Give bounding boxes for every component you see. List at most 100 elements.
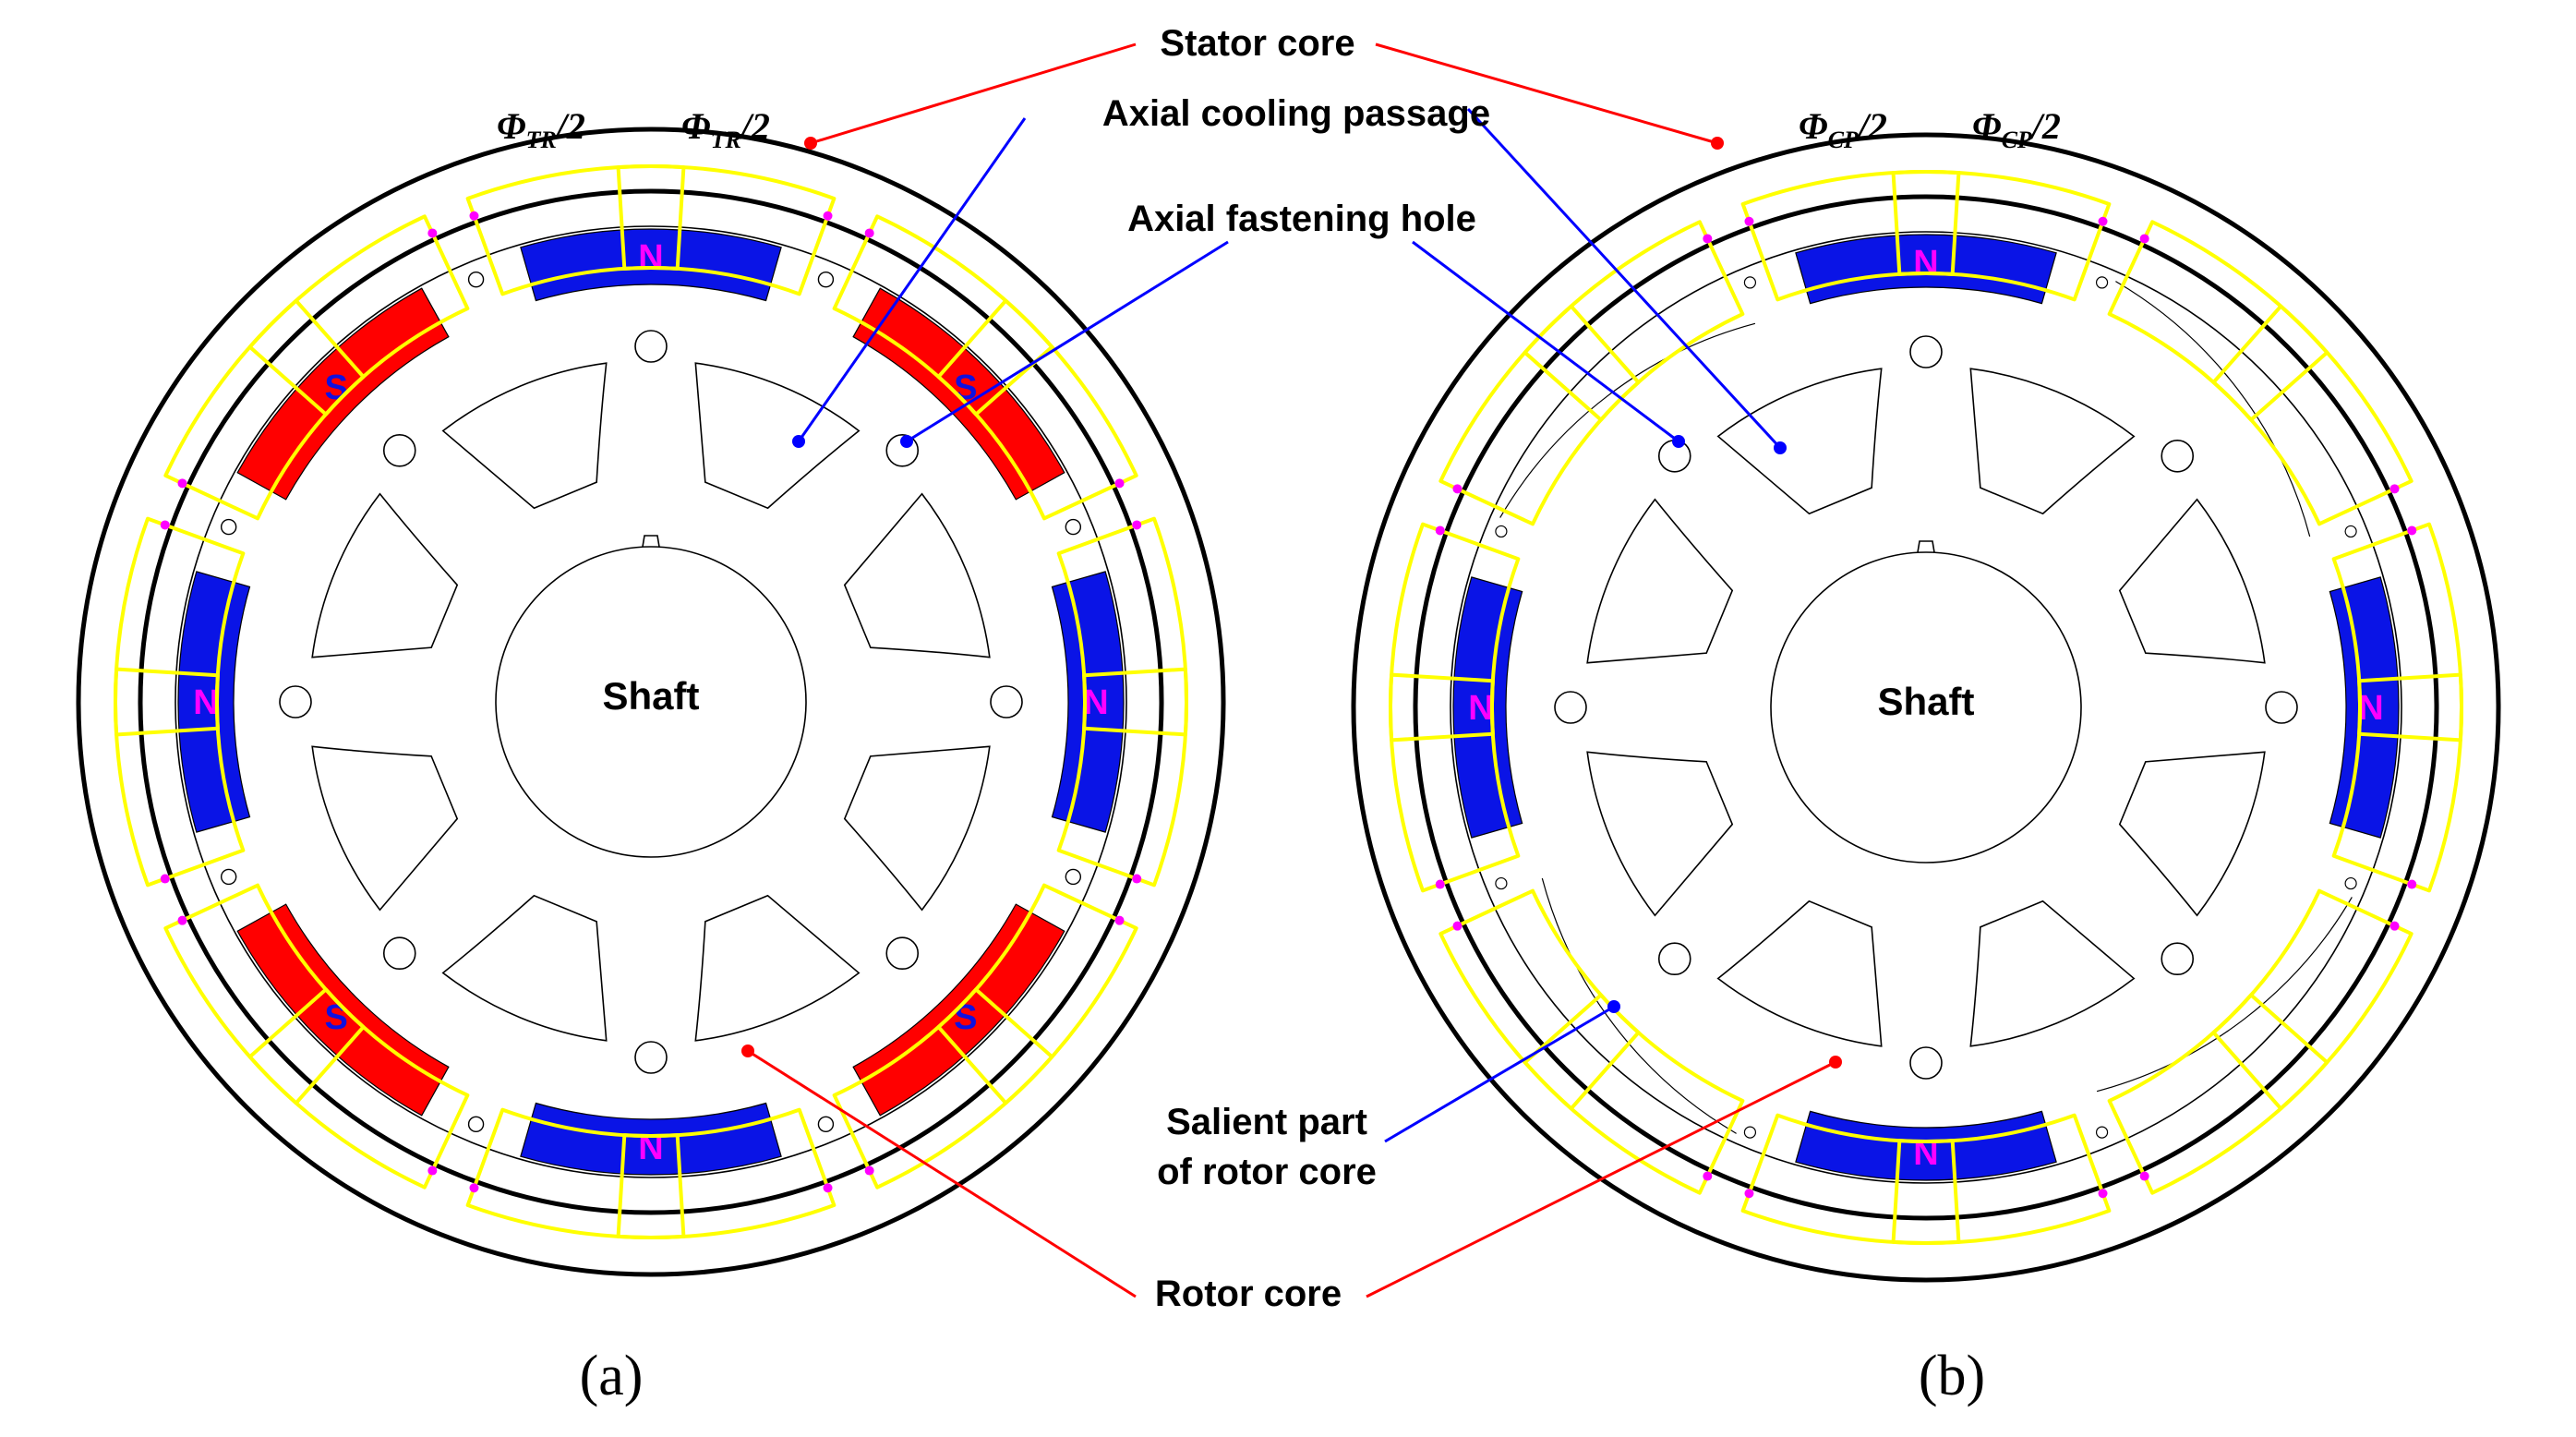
flux-path <box>832 987 1054 1189</box>
magnet-n <box>520 1102 782 1176</box>
cooling-passage <box>1969 900 2136 1047</box>
cooling-passage <box>1586 751 1734 917</box>
magnet-n <box>1795 234 2057 305</box>
flux-arrow <box>177 478 187 489</box>
shaft-key <box>1917 540 1935 553</box>
cooling-passage <box>2118 498 2266 664</box>
fastening-hole <box>1909 1046 1943 1080</box>
fastening-hole-leader-left-dot <box>900 435 913 448</box>
stator-outer-circle <box>76 127 1226 1277</box>
cooling-passage <box>694 362 861 510</box>
axial-fastening-hole-label: Axial fastening hole <box>1127 199 1476 239</box>
flux-arrow <box>1114 478 1125 489</box>
flux-arrow <box>2389 921 2400 931</box>
rotor-core-leader-right-dot <box>1829 1056 1842 1069</box>
rotor-notch <box>467 1116 485 1133</box>
salient-edge <box>1499 322 1756 518</box>
rotor-notch <box>467 271 485 288</box>
flux-arrow <box>1703 1171 1713 1181</box>
flux-arrow <box>2389 484 2400 494</box>
flux-path <box>1389 522 1521 743</box>
rotor-notch <box>220 518 237 536</box>
flux-path <box>465 1107 686 1239</box>
magnet-n <box>1452 576 1523 839</box>
fastening-hole-leader-left <box>906 240 1229 443</box>
rotor-notch <box>2344 876 2357 890</box>
flux-path <box>247 214 470 417</box>
magnet-pole-label: N <box>193 683 218 722</box>
salient-part-leader <box>1384 1005 1615 1143</box>
rotor-notch <box>817 1116 835 1133</box>
cooling-passage-leader-right-dot <box>1774 441 1787 454</box>
fastening-hole <box>885 936 920 971</box>
fastening-hole <box>634 330 668 363</box>
fastening-hole <box>279 685 312 718</box>
axial-cooling-passage-label: Axial cooling passage <box>1102 93 1490 134</box>
fastening-hole <box>634 1041 668 1074</box>
cooling-passage <box>843 492 991 658</box>
flux-arrow <box>1435 879 1445 889</box>
magnet-pole-label: N <box>1083 683 1108 722</box>
panel-a-flux-label-right: ΦTR/2 <box>681 105 770 153</box>
stator-core-leader-right <box>1375 42 1718 145</box>
flux-arrow <box>823 211 833 221</box>
rotor-notch <box>2095 1126 2109 1139</box>
stator-core-leader-left-dot <box>804 137 817 150</box>
cooling-passage <box>441 894 608 1042</box>
fastening-hole <box>1657 942 1691 976</box>
cooling-passage <box>1716 368 1883 515</box>
flux-arrow <box>160 874 170 884</box>
flux-arrow <box>1452 921 1463 931</box>
flux-arrow <box>1132 874 1142 884</box>
flux-path <box>2331 672 2463 893</box>
stator-inner-circle <box>138 188 1164 1215</box>
flux-arrow <box>2407 525 2417 536</box>
magnet-pole-label: S <box>324 998 347 1037</box>
rotor-notch <box>1743 1126 1757 1139</box>
fastening-hole <box>990 685 1023 718</box>
flux-arrow <box>2139 1171 2149 1181</box>
cooling-passage-leader-left-dot <box>792 435 805 448</box>
cooling-passage <box>843 745 991 912</box>
cooling-passage <box>311 745 459 912</box>
rotor-notch <box>1065 868 1082 886</box>
rotor-notch <box>1495 876 1508 890</box>
salient-part-leader-dot <box>1607 1000 1620 1013</box>
fastening-hole <box>2161 942 2195 976</box>
rotor-outer-circle <box>175 225 1127 1178</box>
fastening-hole <box>2265 691 2298 724</box>
shaft-circle <box>495 546 807 858</box>
fastening-hole-leader-right-dot <box>1672 435 1685 448</box>
fastening-hole <box>382 433 416 467</box>
rotor-core-leader-right <box>1366 1060 1836 1298</box>
flux-arrow <box>1132 520 1142 530</box>
stator-core-leader-left <box>810 42 1137 145</box>
flux-arrow <box>864 1165 874 1176</box>
panel-a-shaft-label: Shaft <box>603 674 700 718</box>
flux-arrow <box>1703 234 1713 244</box>
flux-arrow <box>2098 216 2108 226</box>
stator-outer-circle <box>1351 132 2501 1283</box>
flux-path <box>1056 667 1188 888</box>
magnet-pole-label: N <box>1468 689 1493 728</box>
rotor-notch <box>2095 276 2109 289</box>
flux-path <box>1523 220 1745 422</box>
stator-inner-circle <box>1413 194 2439 1221</box>
magnet-n <box>1051 571 1125 833</box>
flux-path <box>1438 888 1641 1111</box>
rotor-core-leader-left-dot <box>741 1045 754 1057</box>
magnet-pole-label: N <box>2358 689 2383 728</box>
flux-arrow <box>2407 879 2417 889</box>
fastening-hole <box>1554 691 1587 724</box>
flux-arrow <box>427 1165 438 1176</box>
panel-b-flux-label-left: ΦCP/2 <box>1799 105 1887 153</box>
flux-path <box>465 164 686 296</box>
salient-edge <box>2096 897 2353 1093</box>
salient-part-label-line1: Salient part <box>1166 1102 1367 1142</box>
panel-b-shaft-label: Shaft <box>1878 680 1975 723</box>
cooling-passage <box>441 362 608 510</box>
rotor-core-label: Rotor core <box>1155 1274 1342 1314</box>
rotor-outer-circle <box>1450 231 2402 1184</box>
rotor-notch <box>817 271 835 288</box>
